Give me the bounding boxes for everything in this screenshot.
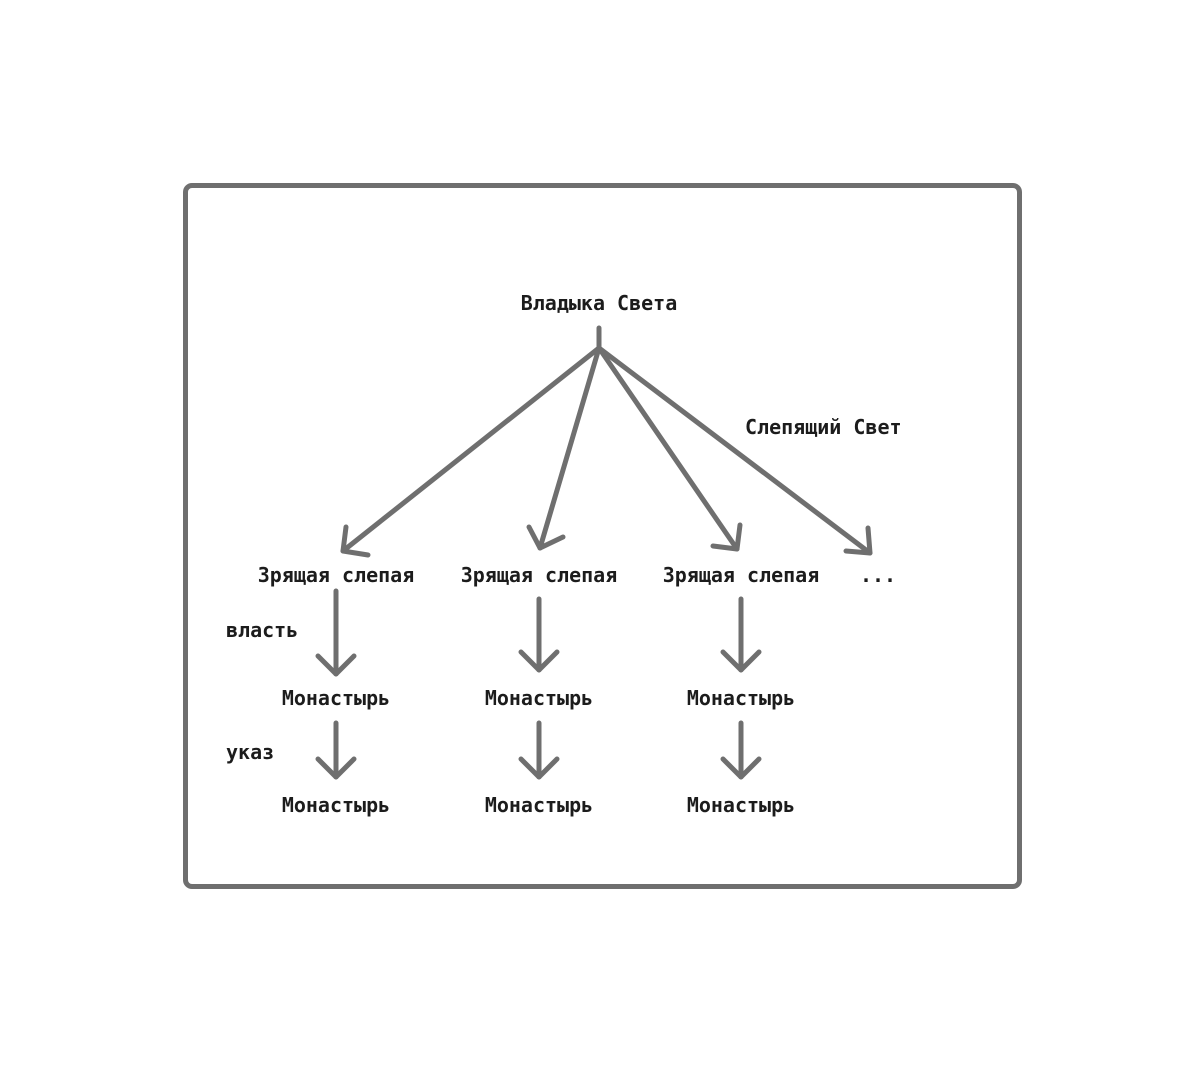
arrowhead-more (843, 525, 873, 556)
node-more: ... (859, 563, 897, 587)
edge-label-decree: указ (226, 740, 275, 764)
arrowhead-seer-3 (710, 522, 743, 552)
node-seer-3: Зрящая слепая (662, 563, 820, 587)
arrowhead-seer-1-monastery-1 (315, 653, 357, 677)
diagram-frame (183, 183, 1022, 889)
node-seer-2: Зрящая слепая (460, 563, 618, 587)
node-seer-1: Зрящая слепая (257, 563, 415, 587)
branch-label: Слепящий Свет (745, 415, 902, 439)
arrowhead-seer-2 (526, 524, 566, 551)
arrowhead-seer-1 (340, 524, 371, 558)
node-monastery-1-3: Монастырь (686, 686, 796, 710)
arrowhead-monastery-3-monastery-2 (720, 756, 762, 780)
edge-root-more (596, 345, 873, 556)
arrowhead-monastery-1-monastery-2 (315, 756, 357, 780)
arrowhead-monastery-2-monastery-2 (518, 756, 560, 780)
edge-label-power: власть (226, 618, 299, 642)
arrowhead-seer-2-monastery-1 (518, 649, 560, 673)
node-monastery-2-1: Монастырь (281, 793, 391, 817)
node-monastery-2-2: Монастырь (484, 793, 594, 817)
node-monastery-2-3: Монастырь (686, 793, 796, 817)
arrowhead-seer-3-monastery-1 (720, 649, 762, 673)
edge-root-seer-1 (340, 345, 602, 554)
node-root: Владыка Света (520, 291, 678, 315)
edge-root-seer-2 (537, 345, 602, 551)
edge-root-seer-3 (596, 345, 740, 552)
node-monastery-1-2: Монастырь (484, 686, 594, 710)
node-monastery-1-1: Монастырь (281, 686, 391, 710)
